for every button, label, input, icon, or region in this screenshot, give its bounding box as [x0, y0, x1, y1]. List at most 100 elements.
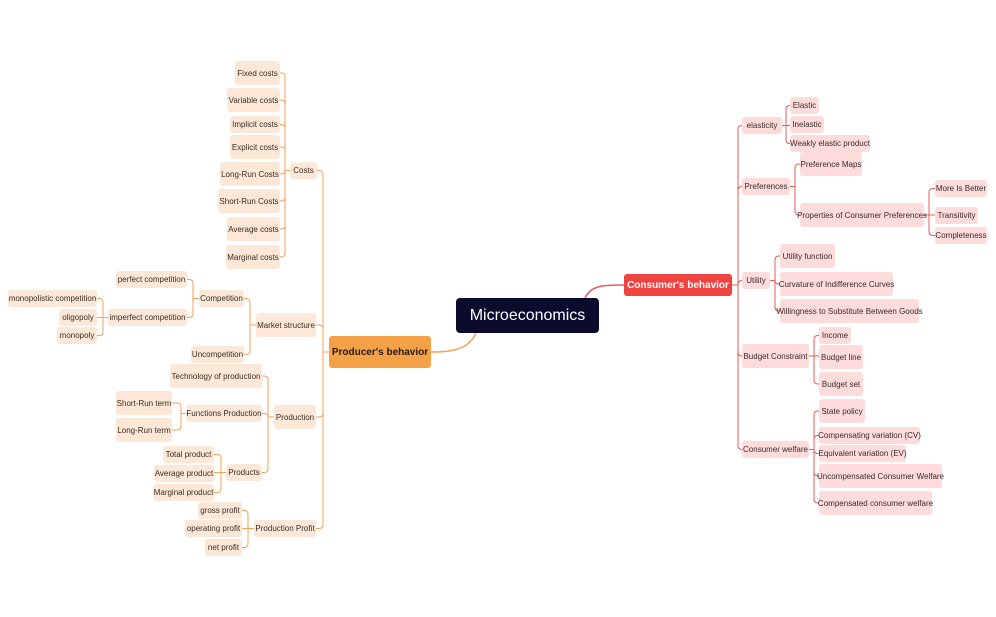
products-node[interactable]: Products	[226, 464, 262, 481]
marginal-product-node[interactable]: Marginal product	[153, 484, 214, 501]
connector-preferences-node	[732, 186, 743, 286]
consumer-welfare-node[interactable]: Consumer welfare	[742, 441, 809, 458]
connector-state-policy-node	[809, 410, 819, 450]
connector-production-profit-node	[316, 351, 329, 529]
connector-market-structure-node	[316, 324, 329, 353]
budget-constraint-node[interactable]: Budget Constraint	[742, 344, 809, 368]
short-run-costs-node[interactable]: Short-Run Costs	[218, 189, 280, 213]
connector-more-is-better-node	[924, 188, 935, 216]
connector-long-run-term-node	[172, 413, 186, 431]
perfect-competition-node[interactable]: perfect competition	[116, 271, 187, 288]
production-profit-node[interactable]: Production Profit	[254, 520, 316, 537]
curvature-node[interactable]: Curvature of Indifference Curves	[779, 272, 894, 296]
more-is-better-node[interactable]: More Is Better	[935, 180, 987, 197]
connector-perfect-competition-node	[187, 279, 199, 299]
preference-maps-node[interactable]: Preference Maps	[800, 152, 862, 176]
connector-products-node	[262, 416, 274, 473]
equivalent-variation-node[interactable]: Equivalent variation (EV)	[818, 445, 907, 462]
connector-marginal-product-node	[214, 472, 226, 493]
connector-gross-profit-node	[242, 510, 254, 529]
connector-weakly-elastic-node	[782, 125, 791, 144]
market-structure-node[interactable]: Market structure	[256, 313, 316, 337]
connector-implicit-costs-node	[280, 124, 290, 171]
elastic-node[interactable]: Elastic	[790, 97, 819, 114]
technology-production-node[interactable]: Technology of production	[170, 364, 262, 388]
connector-variable-costs-node	[280, 99, 290, 171]
connector-completeness-node	[924, 214, 935, 236]
elasticity-node[interactable]: elasticity	[742, 117, 782, 134]
properties-preferences-node[interactable]: Properties of Consumer Preferences	[797, 203, 927, 227]
imperfect-competition-node[interactable]: imperfect competition	[108, 309, 187, 326]
connector-consumer-welfare-node	[732, 284, 743, 450]
connector-total-product-node	[214, 454, 226, 473]
monopoly-node[interactable]: monopoly	[57, 327, 97, 344]
average-costs-node[interactable]: Average costs	[227, 217, 280, 241]
uncompetition-node[interactable]: Uncompetition	[191, 346, 244, 363]
income-node[interactable]: Income	[819, 327, 851, 344]
preferences-node[interactable]: Preferences	[742, 178, 790, 195]
costs-node[interactable]: Costs	[290, 162, 317, 179]
connector-utility-function-node	[770, 255, 780, 281]
connector-competition-node	[244, 298, 256, 326]
connector-willingness-node	[770, 280, 780, 312]
fixed-costs-node[interactable]: Fixed costs	[235, 61, 280, 85]
oligopoly-node[interactable]: oligopoly	[59, 309, 97, 326]
variable-costs-node[interactable]: Variable costs	[227, 88, 280, 112]
connector-root-consumer	[584, 284, 625, 299]
operating-profit-node[interactable]: operating profit	[185, 520, 242, 537]
marginal-costs-node[interactable]: Marginal costs	[226, 245, 280, 269]
transitivity-node[interactable]: Transitivity	[935, 207, 978, 224]
explicit-costs-node[interactable]: Explicit costs	[230, 135, 280, 159]
weakly-elastic-node[interactable]: Weakly elastic product	[790, 135, 870, 152]
implicit-costs-node[interactable]: Implicit costs	[230, 116, 280, 133]
connector-technology-production-node	[262, 375, 274, 418]
connector-fixed-costs-node	[280, 72, 290, 171]
completeness-node[interactable]: Completeness	[935, 227, 987, 244]
connector-properties-preferences-node	[790, 186, 800, 216]
state-policy-node[interactable]: State policy	[819, 399, 865, 423]
root-node[interactable]: Microeconomics	[456, 298, 599, 333]
connector-compensated-welfare-node	[809, 449, 819, 504]
compensating-variation-node[interactable]: Compensating variation (CV)	[818, 427, 921, 444]
uncompensated-welfare-node[interactable]: Uncompensated Consumer Welfare	[817, 464, 944, 488]
long-run-term-node[interactable]: Long-Run term	[116, 418, 172, 442]
long-run-costs-node[interactable]: Long-Run Costs	[220, 162, 280, 186]
utility-node[interactable]: Utility	[742, 272, 770, 289]
gross-profit-node[interactable]: gross profit	[198, 502, 242, 519]
production-node[interactable]: Production	[274, 405, 316, 429]
connector-root-producer	[430, 332, 477, 353]
budget-line-node[interactable]: Budget line	[819, 345, 863, 369]
inelastic-node[interactable]: Inelastic	[790, 116, 824, 133]
connector-monopolistic-competition-node	[97, 298, 108, 318]
short-run-term-node[interactable]: Short-Run term	[116, 391, 172, 415]
connector-compensating-variation-node	[809, 435, 819, 450]
net-profit-node[interactable]: net profit	[205, 539, 242, 556]
connector-budget-set-node	[809, 355, 819, 385]
connector-elastic-node	[782, 105, 791, 126]
monopolistic-competition-node[interactable]: monopolistic competition	[8, 290, 97, 307]
connector-elasticity-node	[732, 125, 743, 286]
average-product-node[interactable]: Average product	[154, 465, 214, 482]
connector-monopoly-node	[97, 317, 108, 336]
connector-imperfect-competition-node	[187, 298, 199, 318]
connector-marginal-costs-node	[280, 170, 290, 258]
connector-costs-node	[317, 170, 329, 353]
competition-node[interactable]: Competition	[199, 290, 244, 307]
compensated-welfare-node[interactable]: Compensated consumer welfare	[818, 491, 933, 515]
connector-preference-maps-node	[790, 163, 800, 187]
connector-utility-node	[732, 280, 743, 286]
utility-function-node[interactable]: Utility function	[780, 244, 835, 268]
connector-short-run-term-node	[172, 402, 186, 414]
connector-explicit-costs-node	[280, 146, 290, 171]
connector-budget-constraint-node	[732, 284, 743, 357]
producer-behavior-node[interactable]: Producer's behavior	[329, 336, 431, 368]
total-product-node[interactable]: Total product	[163, 446, 214, 463]
connector-net-profit-node	[242, 528, 254, 548]
connector-uncompetition-node	[244, 324, 256, 355]
willingness-node[interactable]: Willingness to Substitute Between Goods	[776, 299, 923, 323]
functions-production-node[interactable]: Functions Production	[186, 405, 262, 422]
consumer-behavior-node[interactable]: Consumer's behavior	[624, 274, 732, 296]
budget-set-node[interactable]: Budget set	[819, 372, 863, 396]
